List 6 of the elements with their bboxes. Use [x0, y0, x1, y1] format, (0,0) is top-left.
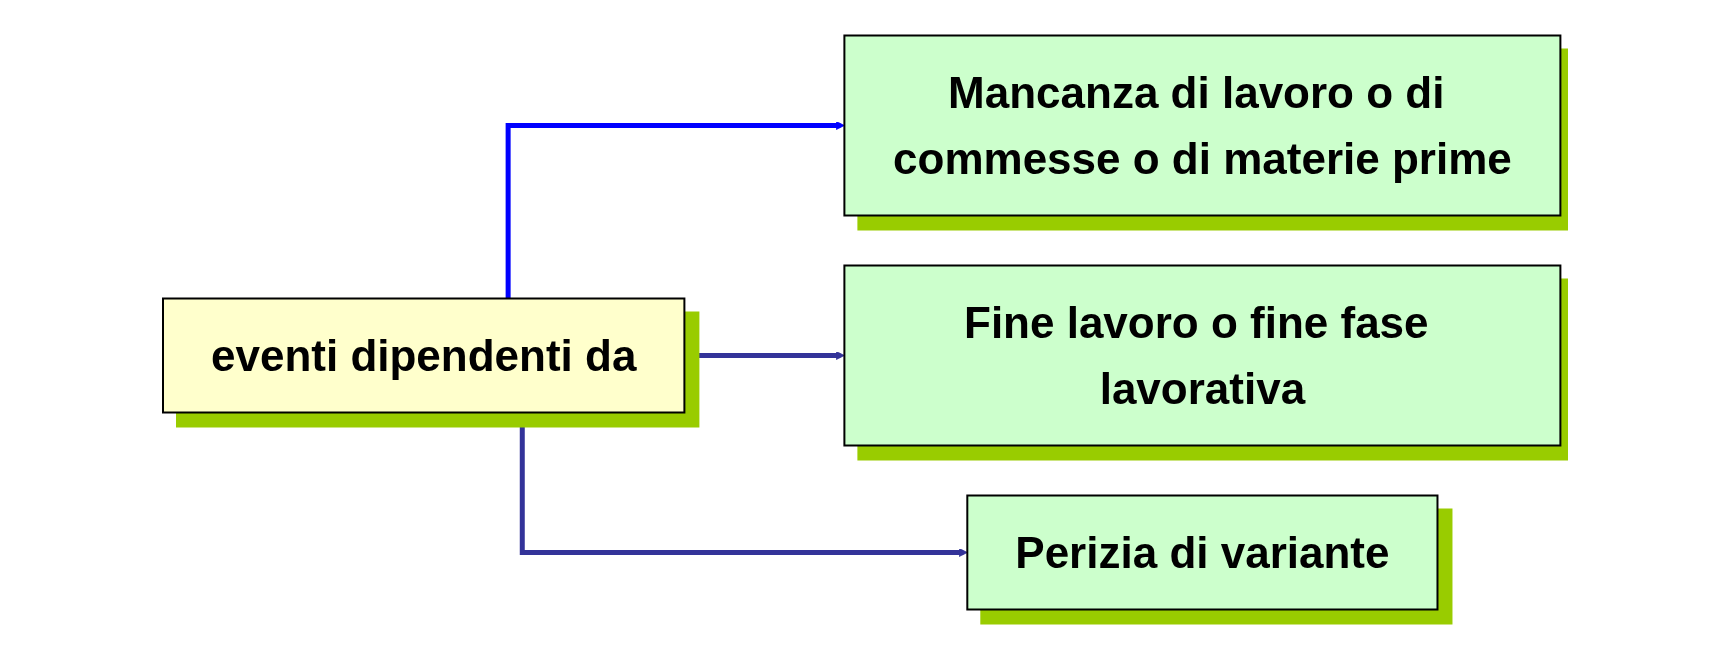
- node-box: Fine lavoro o fine fase lavorativa: [843, 264, 1562, 447]
- node-box: Perizia di variante: [966, 494, 1439, 611]
- node-box: eventi dipendenti da: [161, 297, 686, 414]
- arrow: [505, 121, 845, 299]
- arrow: [519, 412, 968, 557]
- node-box: Mancanza di lavoro o di commesse o di materie prime: [843, 34, 1562, 217]
